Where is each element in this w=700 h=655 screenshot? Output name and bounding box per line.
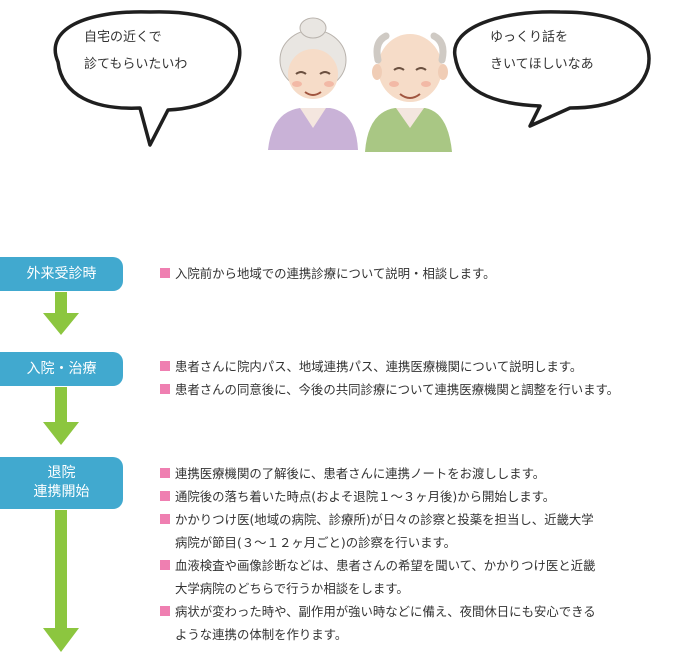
bullet-item: 連携医療機関の了解後に、患者さんに連携ノートをお渡しします。 <box>160 462 596 485</box>
down-arrow-icon <box>43 387 79 445</box>
bullet-item: 入院前から地域での連携診療について説明・相談します。 <box>160 262 496 285</box>
bubble-right-line-1: ゆっくり話を <box>490 30 569 45</box>
bubble-left-text: 自宅の近くで 診てもらいたいわ <box>84 24 187 78</box>
bullet-square-icon <box>160 560 170 570</box>
header-illustration <box>53 10 651 152</box>
bullet-item: 通院後の落ち着いた時点(およそ退院１～３ヶ月後)から開始します。 <box>160 485 596 508</box>
bubble-right-line-2: きいてほしいなあ <box>490 57 594 72</box>
bullet-square-icon <box>160 361 170 371</box>
down-arrow-icon <box>43 510 79 652</box>
speech-bubble-right <box>453 10 651 128</box>
banner-title: 地域連携パスの流れ(連携医療機関決定まで) <box>175 182 525 202</box>
bullet-item: 血液検査や画像診断などは、患者さんの希望を聞いて、かかりつけ医と近畿 大学病院の… <box>160 554 596 600</box>
elderly-man-illustration <box>365 32 452 152</box>
bullet-item: かかりつけ医(地域の病院、診療所)が日々の診察と投薬を担当し、近畿大学 病院が節… <box>160 508 596 554</box>
step-outpatient: 外来受診時 <box>0 257 123 291</box>
step-discharge-bullets: 連携医療機関の了解後に、患者さんに連携ノートをお渡しします。 通院後の落ち着いた… <box>160 462 596 646</box>
step-outpatient-bullets: 入院前から地域での連携診療について説明・相談します。 <box>160 262 496 285</box>
bullet-square-icon <box>160 606 170 616</box>
bullet-square-icon <box>160 468 170 478</box>
bullet-square-icon <box>160 514 170 524</box>
step-discharge: 退院 連携開始 <box>0 457 123 509</box>
step-discharge-label-line-1: 退院 <box>47 465 76 481</box>
bullet-item: 病状が変わった時や、副作用が強い時などに備え、夜間休日にも安心できる ような連携… <box>160 600 596 646</box>
bubble-left-line-1: 自宅の近くで <box>84 30 162 45</box>
bullet-square-icon <box>160 384 170 394</box>
step-outpatient-label: 外来受診時 <box>26 265 97 282</box>
step-admission-label: 入院・治療 <box>26 360 97 377</box>
bubble-left-line-2: 診てもらいたいわ <box>84 57 188 72</box>
speech-bubble-left <box>53 10 242 147</box>
step-admission: 入院・治療 <box>0 352 123 386</box>
bubble-right-text: ゆっくり話を きいてほしいなあ <box>490 24 594 78</box>
down-arrow-icon <box>43 292 79 335</box>
step-discharge-label-line-2: 連携開始 <box>33 484 90 500</box>
step-admission-bullets: 患者さんに院内パス、地域連携パス、連携医療機関について説明します。 患者さんの同… <box>160 355 619 401</box>
bullet-item: 患者さんに院内パス、地域連携パス、連携医療機関について説明します。 <box>160 355 619 378</box>
elderly-woman-illustration <box>268 17 358 150</box>
bullet-square-icon <box>160 268 170 278</box>
bullet-square-icon <box>160 491 170 501</box>
bullet-item: 患者さんの同意後に、今後の共同診療について連携医療機関と調整を行います。 <box>160 378 619 401</box>
